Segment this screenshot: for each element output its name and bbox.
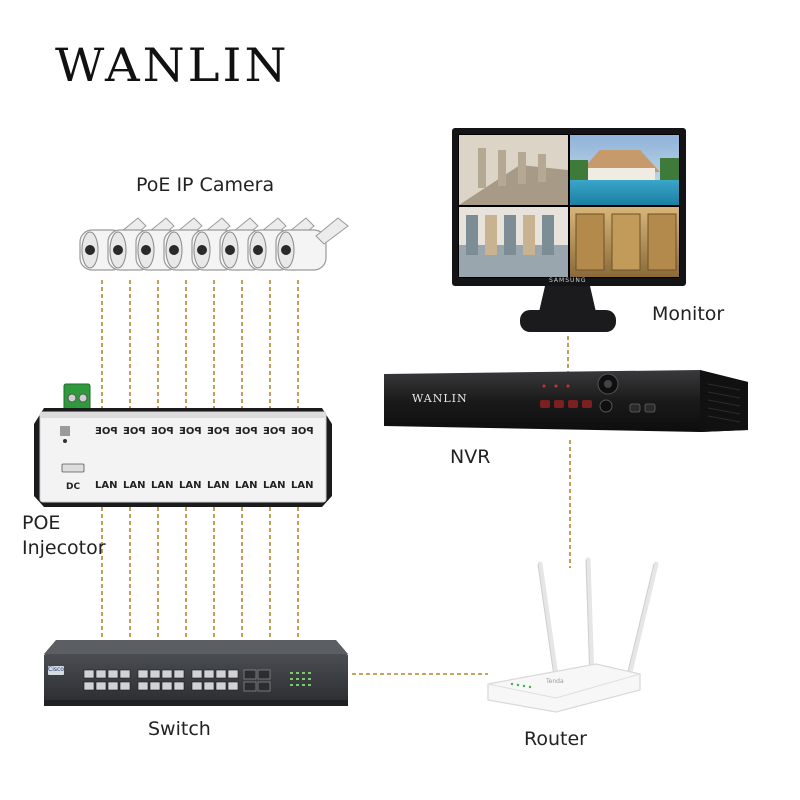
lan-port-label: LAN <box>235 480 258 491</box>
injector-face: POE POE POE POE POE POE POE POE DC LAN L… <box>40 412 326 502</box>
poe-port-label: POE <box>263 426 286 437</box>
lan-port-label: LAN <box>95 480 118 491</box>
nvr-label: NVR <box>450 446 491 468</box>
switch-leds <box>290 672 311 686</box>
poe-port-label: POE <box>151 426 174 437</box>
dc-label: DC <box>66 482 81 492</box>
poe-port-label: POE <box>291 426 314 437</box>
poe-port-label: POE <box>95 426 118 437</box>
monitor-screen-quad-3 <box>459 207 568 277</box>
brand-logo: WANLIN <box>55 39 290 93</box>
switch-label: Switch <box>148 718 211 740</box>
router-label: Router <box>524 728 587 750</box>
switch-sfp-ports <box>243 669 271 692</box>
camera-icon <box>275 217 349 271</box>
network-switch <box>44 640 348 706</box>
monitor-label: Monitor <box>652 303 725 325</box>
switch-brand-badge: Cisco <box>48 666 64 673</box>
poe-injector-label-line2: Injecotor <box>22 537 106 559</box>
lan-port-label: LAN <box>263 480 286 491</box>
nvr-brand-badge: WANLIN <box>412 392 468 405</box>
poe-port-label: POE <box>123 426 146 437</box>
nvr-vent-lines <box>707 383 741 423</box>
camera-label: PoE IP Camera <box>136 174 275 196</box>
camera-group <box>79 217 349 271</box>
lan-port-label: LAN <box>179 480 202 491</box>
poe-injector-label-line1: POE <box>22 512 61 534</box>
router-leds <box>510 682 532 689</box>
poe-port-label: POE <box>179 426 202 437</box>
router-device <box>487 557 659 713</box>
router-antenna-icon <box>537 557 659 683</box>
monitor-brand-badge: SAMSUNG <box>549 277 587 284</box>
poe-injector <box>34 383 332 507</box>
lan-port-label: LAN <box>151 480 174 491</box>
nvr-device <box>384 370 748 432</box>
switch-ports <box>83 669 239 691</box>
monitor-screen-quad-4 <box>570 207 679 277</box>
lan-port-label: LAN <box>207 480 230 491</box>
lan-port-label: LAN <box>291 480 314 491</box>
monitor <box>452 128 686 332</box>
monitor-screen-quad-2 <box>570 135 679 205</box>
poe-port-label: POE <box>207 426 230 437</box>
poe-port-label: POE <box>235 426 258 437</box>
lan-port-label: LAN <box>123 480 146 491</box>
connection-lines <box>101 280 571 675</box>
dc-terminal-icon <box>63 383 91 413</box>
monitor-screen-quad-1 <box>459 135 568 205</box>
router-brand-badge: Tenda <box>546 678 564 685</box>
